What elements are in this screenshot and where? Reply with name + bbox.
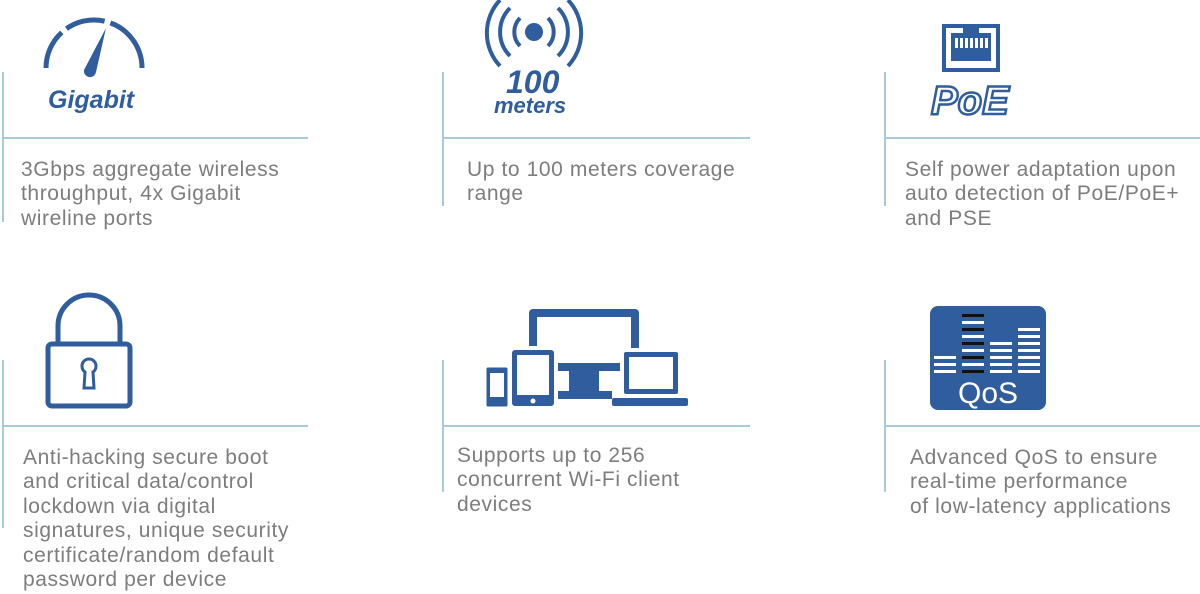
divider-vertical [2,72,4,222]
feature-description: Supports up to 256 concurrent Wi-Fi clie… [457,444,680,516]
poe-ethernet-port-icon: PoE [930,24,1011,120]
divider-horizontal [2,425,308,427]
feature-description: Advanced QoS to ensure real-time perform… [910,446,1172,518]
multi-device-icon [484,309,688,410]
divider-horizontal [2,137,308,139]
gigabit-speedometer-icon: Gigabit [43,17,145,114]
feature-description: Self power adaptation upon auto detectio… [905,158,1180,230]
range-unit-label: meters [494,93,566,118]
divider-vertical [884,72,886,206]
divider-horizontal [442,137,750,139]
feature-description: Anti-hacking secure boot and critical da… [23,446,290,592]
range-number-label: 100 [506,64,560,100]
poe-label: PoE [931,79,1010,120]
padlock-icon [45,292,133,409]
divider-horizontal [884,137,1200,139]
divider-vertical [2,360,4,528]
qos-equalizer-icon: QoS [930,306,1046,410]
wireless-range-icon: 100 meters [484,0,584,118]
feature-description: Up to 100 meters coverage range [467,158,736,206]
gigabit-label: Gigabit [48,86,136,114]
qos-label: QoS [958,377,1018,410]
feature-description: 3Gbps aggregate wireless throughput, 4x … [21,158,280,230]
divider-horizontal [884,425,1200,427]
divider-horizontal [442,425,750,427]
divider-vertical [442,72,444,206]
